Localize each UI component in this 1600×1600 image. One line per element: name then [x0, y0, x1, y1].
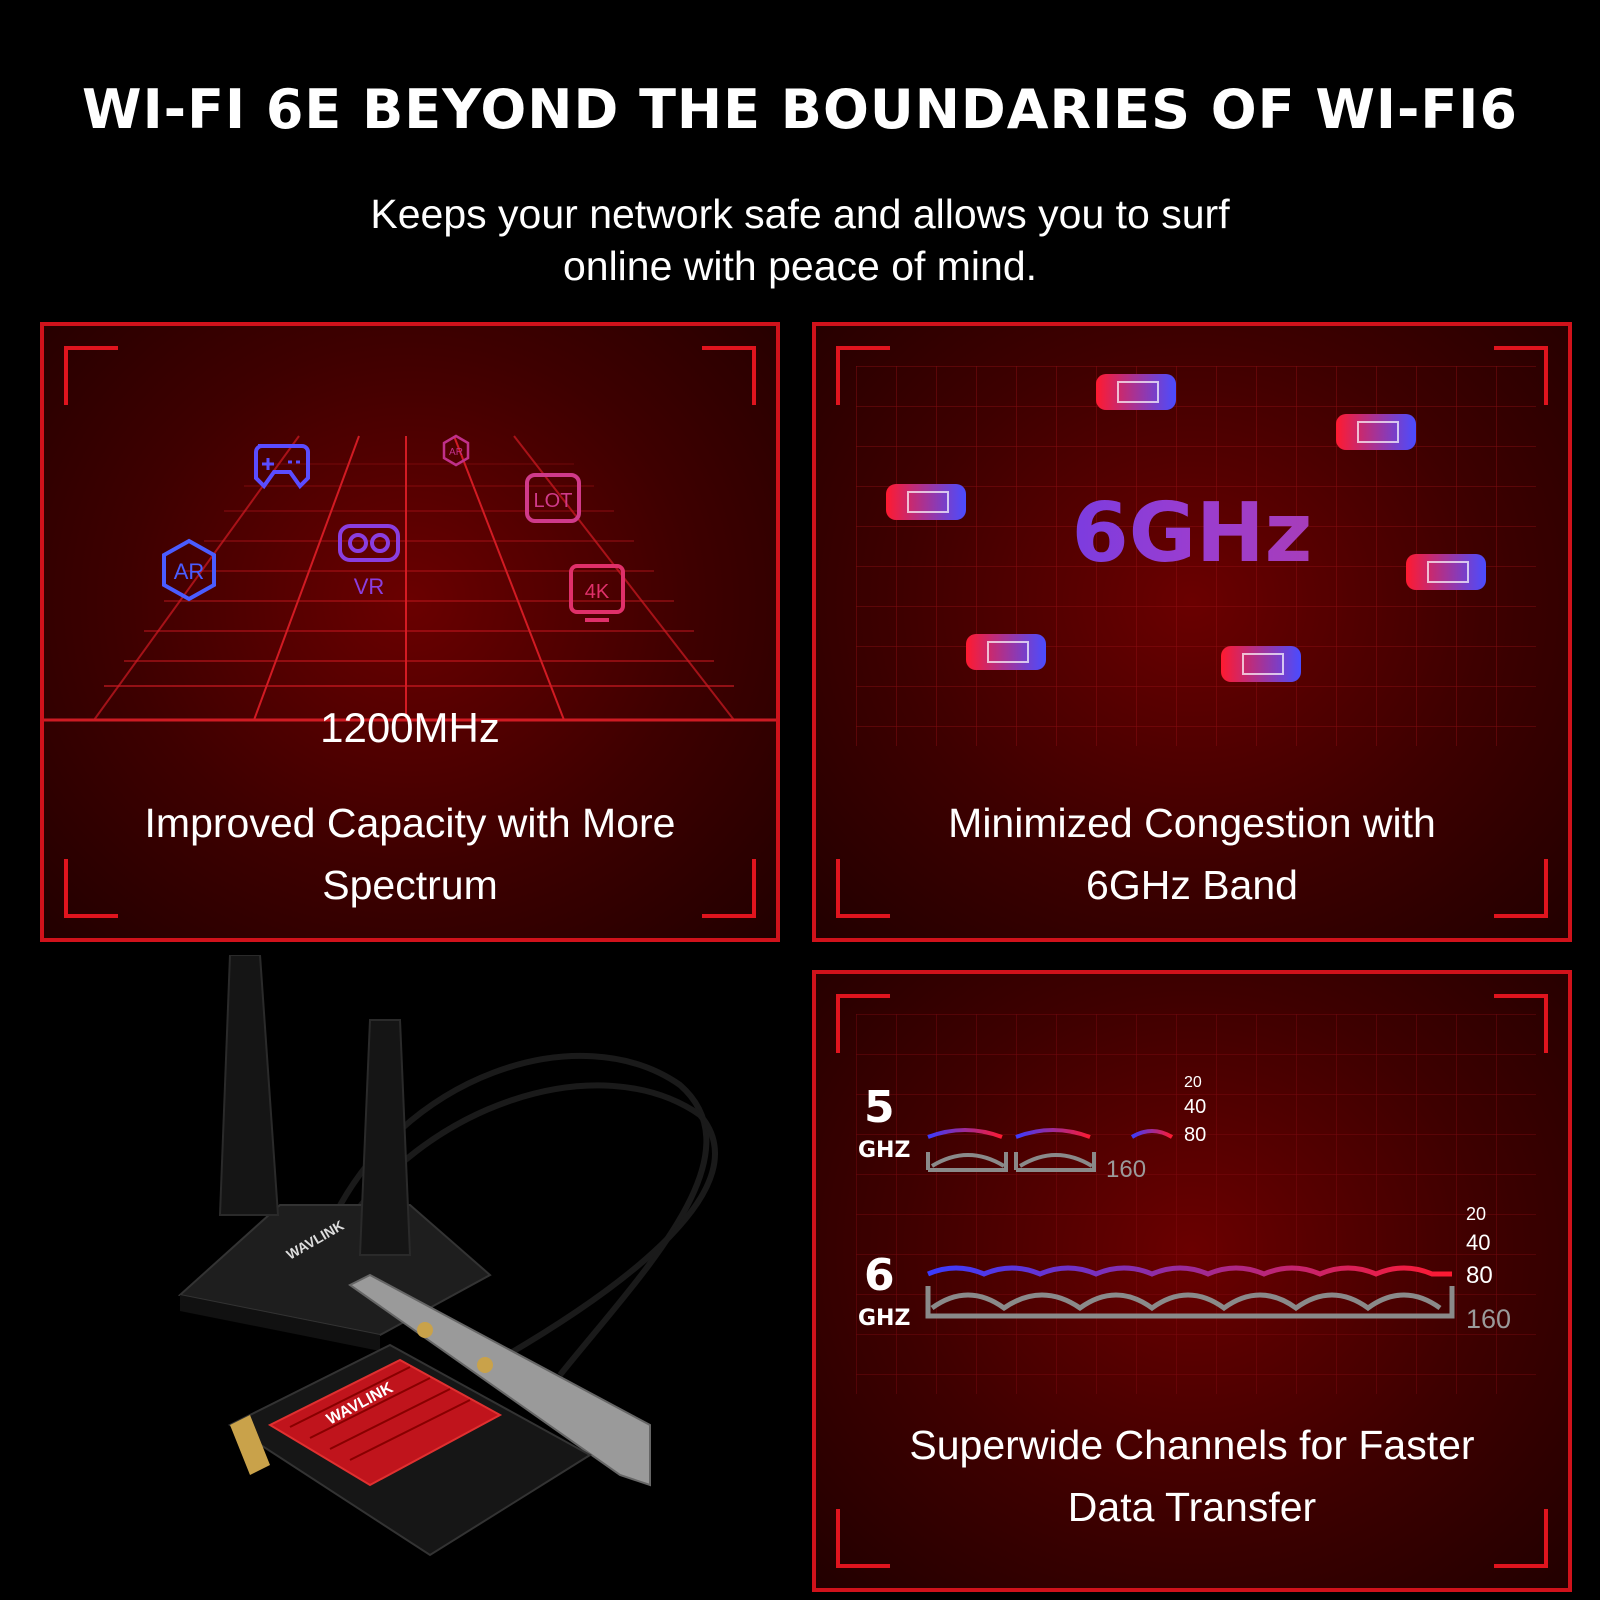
- frame-corner-bottom-left: [836, 859, 890, 918]
- band-6-unit: GHZ: [858, 1306, 911, 1331]
- frame-corner-top-left: [836, 346, 890, 405]
- svg-text:4K: 4K: [585, 581, 610, 603]
- frame-corner-bottom-right: [702, 859, 756, 918]
- band-6-width-80: 80: [1466, 1262, 1493, 1289]
- channels-panel: 5 GHZ 20 40 80 160 6 GHZ 20 40 80 160 Su…: [812, 970, 1572, 1592]
- band-5ghz-channels: [927, 1082, 1178, 1139]
- band-6ghz-160: [925, 1286, 1455, 1319]
- frame-corner-bottom-left: [836, 1509, 890, 1568]
- ar-icon: AR: [162, 538, 216, 602]
- frame-corner-top-right: [1494, 346, 1548, 405]
- frame-corner-bottom-left: [64, 859, 118, 918]
- band-5-width-160: 160: [1106, 1156, 1147, 1183]
- channels-caption-line-2: Data Transfer: [1067, 1484, 1317, 1530]
- frame-corner-bottom-right: [1494, 859, 1548, 918]
- band-6-number: 6: [864, 1250, 895, 1301]
- band-5ghz-160: [926, 1152, 1096, 1172]
- congestion-caption: Minimized Congestion with 6GHz Band: [816, 792, 1568, 916]
- capacity-caption-line-1: Improved Capacity with More: [144, 800, 676, 846]
- car-icon: [886, 484, 966, 520]
- car-icon: [1406, 554, 1486, 590]
- pcie-card: WAVLINK: [227, 1322, 592, 1557]
- perspective-grid: AR AR VR LOT 4K: [44, 434, 776, 722]
- car-icon: [1096, 374, 1176, 410]
- band-6-width-20: 20: [1466, 1204, 1487, 1224]
- frame-corner-top-left: [64, 346, 118, 405]
- band-5-width-20: 20: [1184, 1074, 1202, 1091]
- capacity-caption: Improved Capacity with More Spectrum: [44, 792, 776, 916]
- cars-layer: [886, 374, 1486, 682]
- band-5-width-80: 80: [1184, 1124, 1207, 1146]
- svg-text:LOT: LOT: [534, 490, 573, 512]
- frame-corner-bottom-right: [1494, 1509, 1548, 1568]
- antenna-base: WAVLINK: [177, 955, 492, 1351]
- subtitle-line-2: online with peace of mind.: [562, 243, 1038, 289]
- band-6ghz-channels: [927, 1213, 1452, 1277]
- band-5-width-40: 40: [1184, 1096, 1207, 1118]
- band-5-unit: GHZ: [858, 1138, 911, 1163]
- frequency-label: 1200MHz: [320, 704, 500, 751]
- gamepad-icon: [254, 444, 310, 490]
- band-6ghz-label: 6GHz: [816, 486, 1568, 581]
- band-6-width-40: 40: [1466, 1230, 1491, 1255]
- product-image: WAVLINK WAVLINK: [177, 955, 718, 1557]
- car-icon: [966, 634, 1046, 670]
- channels-caption: Superwide Channels for Faster Data Trans…: [816, 1414, 1568, 1538]
- congestion-caption-line-2: 6GHz Band: [1086, 862, 1298, 908]
- capacity-panel: AR AR VR LOT 4K 1200MHz Improved Capac: [40, 322, 780, 942]
- vr-icon: VR: [338, 524, 400, 599]
- page-subtitle: Keeps your network safe and allows you t…: [200, 188, 1400, 292]
- frame-corner-top-right: [1494, 994, 1548, 1053]
- ar-small-icon: AR: [442, 434, 470, 467]
- capacity-caption-line-2: Spectrum: [322, 862, 498, 908]
- svg-text:AR: AR: [449, 447, 463, 458]
- iot-icon: LOT: [525, 473, 581, 523]
- car-icon: [1221, 646, 1301, 682]
- subtitle-line-1: Keeps your network safe and allows you t…: [370, 191, 1230, 237]
- svg-text:AR: AR: [174, 559, 205, 584]
- congestion-panel: 6GHz Minimized Congestion with 6GHz Band: [812, 322, 1572, 942]
- page-title: WI-FI 6E BEYOND THE BOUNDARIES OF WI-FI6: [82, 78, 1518, 141]
- band-5-number: 5: [864, 1082, 895, 1133]
- frame-corner-top-right: [702, 346, 756, 405]
- channels-caption-line-1: Superwide Channels for Faster: [909, 1422, 1475, 1468]
- band-6-width-160: 160: [1466, 1304, 1512, 1334]
- svg-text:VR: VR: [354, 574, 385, 599]
- congestion-caption-line-1: Minimized Congestion with: [948, 800, 1436, 846]
- 4k-icon: 4K: [569, 564, 625, 622]
- channels-grid: [856, 1014, 1536, 1394]
- frame-corner-top-left: [836, 994, 890, 1053]
- car-icon: [1336, 414, 1416, 450]
